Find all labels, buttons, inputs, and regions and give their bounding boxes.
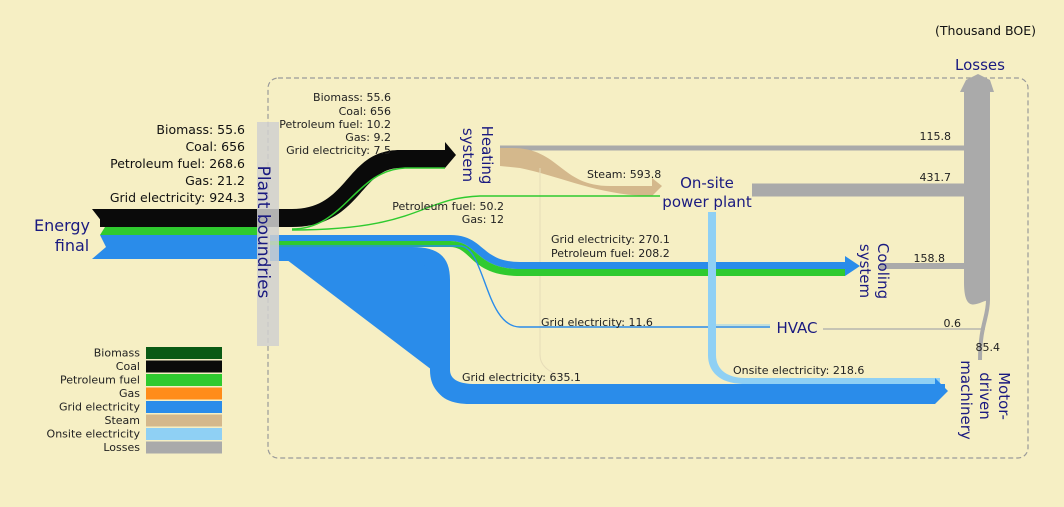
flow-petroleum-cooling	[270, 241, 845, 276]
loss-label-hvac: 0.6	[944, 317, 962, 330]
flow-grid-motor-main	[270, 247, 948, 404]
units-label: (Thousand BOE)	[935, 23, 1036, 38]
node-cooling-line1: Cooling	[874, 243, 892, 299]
legend-label: Onsite electricity	[47, 428, 141, 441]
legend-swatch	[146, 347, 222, 359]
legend-swatch	[146, 387, 222, 400]
legend-swatch	[146, 414, 222, 427]
flow-input-coal	[92, 209, 260, 227]
flow-input-grid	[92, 235, 260, 259]
heating-label-coal: Coal: 656	[339, 105, 391, 118]
input-label-biomass: Biomass: 55.6	[156, 122, 245, 137]
node-energy-final-line1: Energy	[34, 216, 90, 235]
flow-input-petroleum	[100, 227, 260, 235]
input-label-petroleum: Petroleum fuel: 268.6	[110, 156, 245, 171]
flow-petroleum-heating	[291, 167, 445, 230]
legend-label: Steam	[104, 414, 140, 427]
node-hvac: HVAC	[776, 319, 817, 337]
flow-label-cooling-petroleum: Petroleum fuel: 208.2	[551, 247, 670, 260]
node-heating-line1: Heating	[478, 126, 496, 185]
flow-onsite-motor-top	[745, 378, 935, 384]
flow-label-motor-onsite: Onsite electricity: 218.6	[733, 364, 864, 377]
flow-label-powerplant-gas: Gas: 12	[462, 213, 504, 226]
loss-labels: 115.8 431.7 158.8 0.6 85.4	[914, 130, 1001, 354]
legend-swatch	[146, 360, 222, 373]
heating-label-gas: Gas: 9.2	[345, 131, 391, 144]
node-motor-line2: driven	[976, 372, 994, 419]
loss-label-motor: 85.4	[976, 341, 1001, 354]
losses-arrow	[960, 74, 994, 92]
flows	[92, 74, 994, 404]
plant-boundaries-bar	[257, 122, 279, 346]
node-energy-final-line2: final	[55, 236, 89, 255]
node-heating-line2: system	[459, 128, 477, 182]
legend-swatch	[146, 401, 222, 413]
node-losses: Losses	[955, 56, 1005, 74]
legend-label: Petroleum fuel	[60, 374, 140, 387]
flow-petroleum-powerplant	[291, 195, 660, 231]
node-powerplant-line2: power plant	[662, 193, 752, 211]
flow-label-cooling-grid: Grid electricity: 270.1	[551, 233, 670, 246]
legend-swatch	[146, 428, 222, 440]
flow-onsite-electricity	[708, 212, 940, 384]
node-cooling-line2: system	[856, 244, 874, 298]
flow-label-powerplant-petroleum: Petroleum fuel: 50.2	[392, 200, 504, 213]
node-powerplant-line1: On-site	[680, 174, 734, 192]
legend-label: Biomass	[94, 347, 141, 360]
plant-boundaries-label: Plant boundries	[253, 166, 273, 299]
loss-label-cooling: 158.8	[914, 252, 946, 265]
heating-label-petroleum: Petroleum fuel: 10.2	[279, 118, 391, 131]
input-label-gas: Gas: 21.2	[185, 173, 245, 188]
flow-steam-thin	[539, 168, 561, 376]
losses-collector	[964, 92, 990, 305]
loss-label-heating: 115.8	[920, 130, 952, 143]
flow-label-hvac-grid: Grid electricity: 11.6	[541, 316, 653, 329]
legend-swatch	[146, 441, 222, 454]
legend-swatch	[146, 374, 222, 386]
heating-label-grid: Grid electricity: 7.5	[286, 144, 391, 157]
flow-label-steam: Steam: 593.8	[587, 168, 661, 181]
flow-grid-hvac	[270, 245, 770, 328]
legend-label: Coal	[116, 360, 140, 373]
legend-label: Gas	[119, 387, 140, 400]
flow-coal-heating	[100, 142, 456, 227]
flow-steam	[500, 148, 662, 196]
heating-labels: Biomass: 55.6 Coal: 656 Petroleum fuel: …	[279, 91, 391, 157]
flow-grid-motor	[270, 247, 945, 404]
node-motor-line3: machinery	[957, 360, 975, 440]
input-label-coal: Coal: 656	[185, 139, 245, 154]
input-labels: Biomass: 55.6 Coal: 656 Petroleum fuel: …	[110, 122, 245, 205]
heating-label-biomass: Biomass: 55.6	[313, 91, 391, 104]
loss-label-powerplant: 431.7	[920, 171, 952, 184]
node-motor-line1: Motor-	[995, 372, 1013, 420]
legend-label: Losses	[103, 441, 140, 454]
flow-labels: Steam: 593.8 Petroleum fuel: 50.2 Gas: 1…	[392, 168, 864, 384]
input-label-grid: Grid electricity: 924.3	[110, 190, 245, 205]
flow-label-motor-grid: Grid electricity: 635.1	[462, 371, 581, 384]
legend-label: Grid electricity	[59, 401, 141, 414]
